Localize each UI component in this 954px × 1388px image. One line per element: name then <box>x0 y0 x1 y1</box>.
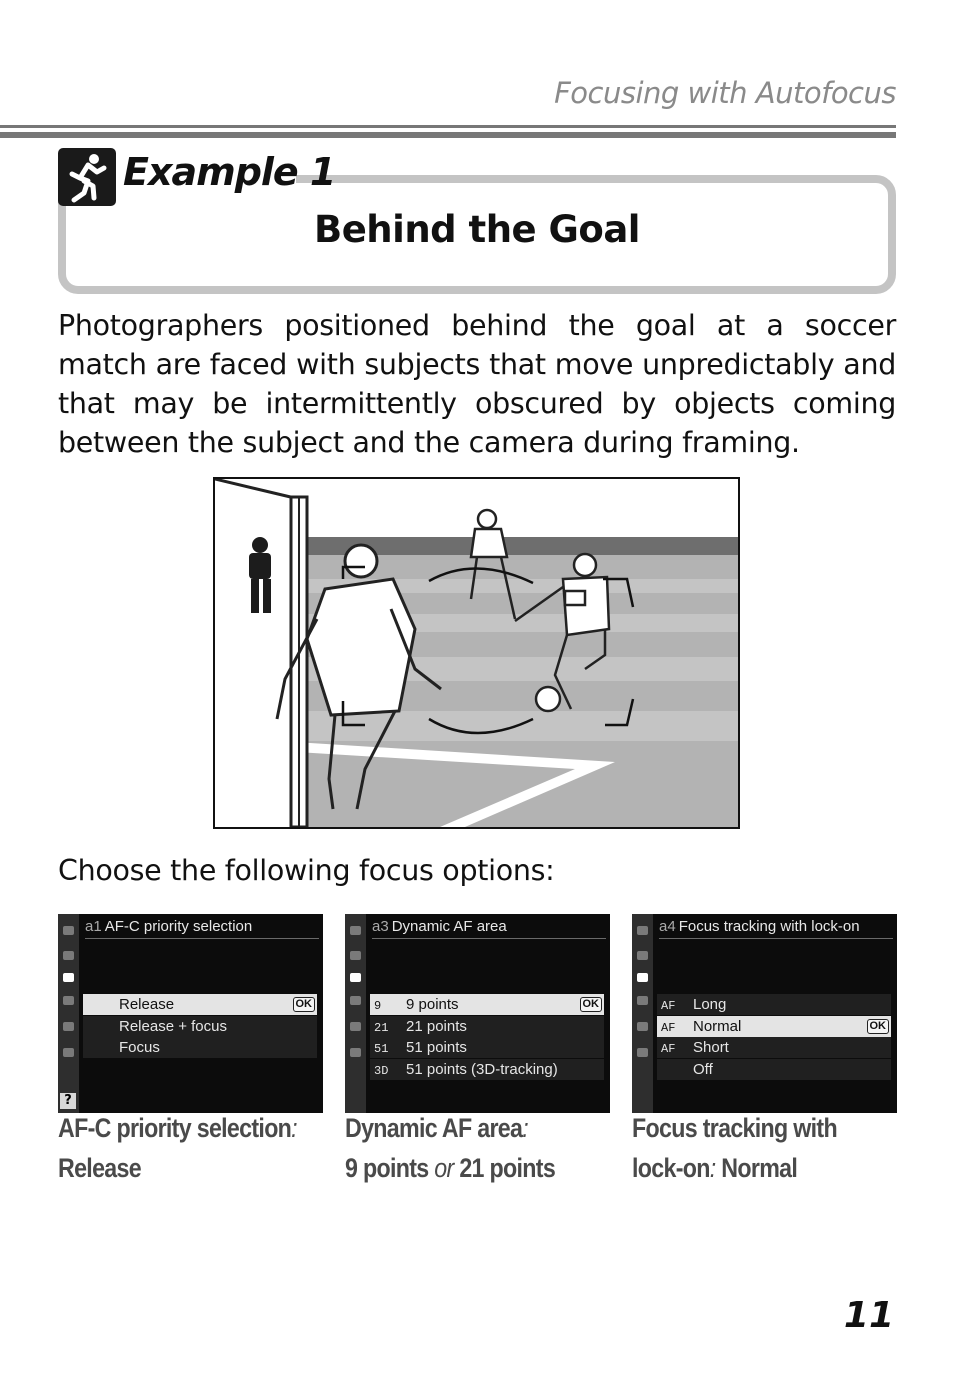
ok-badge: OK <box>292 997 315 1012</box>
menu-sidebar <box>632 914 653 1113</box>
menu-option-focus[interactable]: Focus <box>83 1037 317 1059</box>
ok-badge: OK <box>866 1018 889 1034</box>
menu-sidebar <box>58 914 79 1113</box>
example-label: Example 1 <box>123 150 336 194</box>
caption-focus-tracking: Focus tracking with lock-on: Normal <box>632 1113 838 1183</box>
example-frame <box>58 175 896 294</box>
help-icon: ? <box>60 1093 76 1109</box>
menu-option-release-focus[interactable]: Release + focus <box>83 1015 317 1037</box>
soccer-illustration <box>213 477 740 829</box>
header-rule-thin <box>0 125 896 128</box>
example-title: Behind the Goal <box>314 208 640 251</box>
menu-sidebar <box>345 914 366 1113</box>
page-number: 11 <box>843 1295 894 1336</box>
running-head: Focusing with Autofocus <box>554 76 896 110</box>
header-rule-thick <box>0 132 896 138</box>
intro-paragraph: Photographers positioned behind the goal… <box>58 309 896 459</box>
runner-icon <box>58 148 116 206</box>
choose-text: Choose the following focus options: <box>58 854 555 887</box>
caption-af-c-priority: AF-C priority selection: Release <box>58 1113 298 1183</box>
menu-option-release[interactable]: Release OK <box>83 994 317 1015</box>
menu-option-off[interactable]: Off <box>657 1058 891 1080</box>
ok-badge: OK <box>579 997 602 1012</box>
caption-dynamic-af-area: Dynamic AF area: 9 points or 21 points <box>345 1113 556 1183</box>
